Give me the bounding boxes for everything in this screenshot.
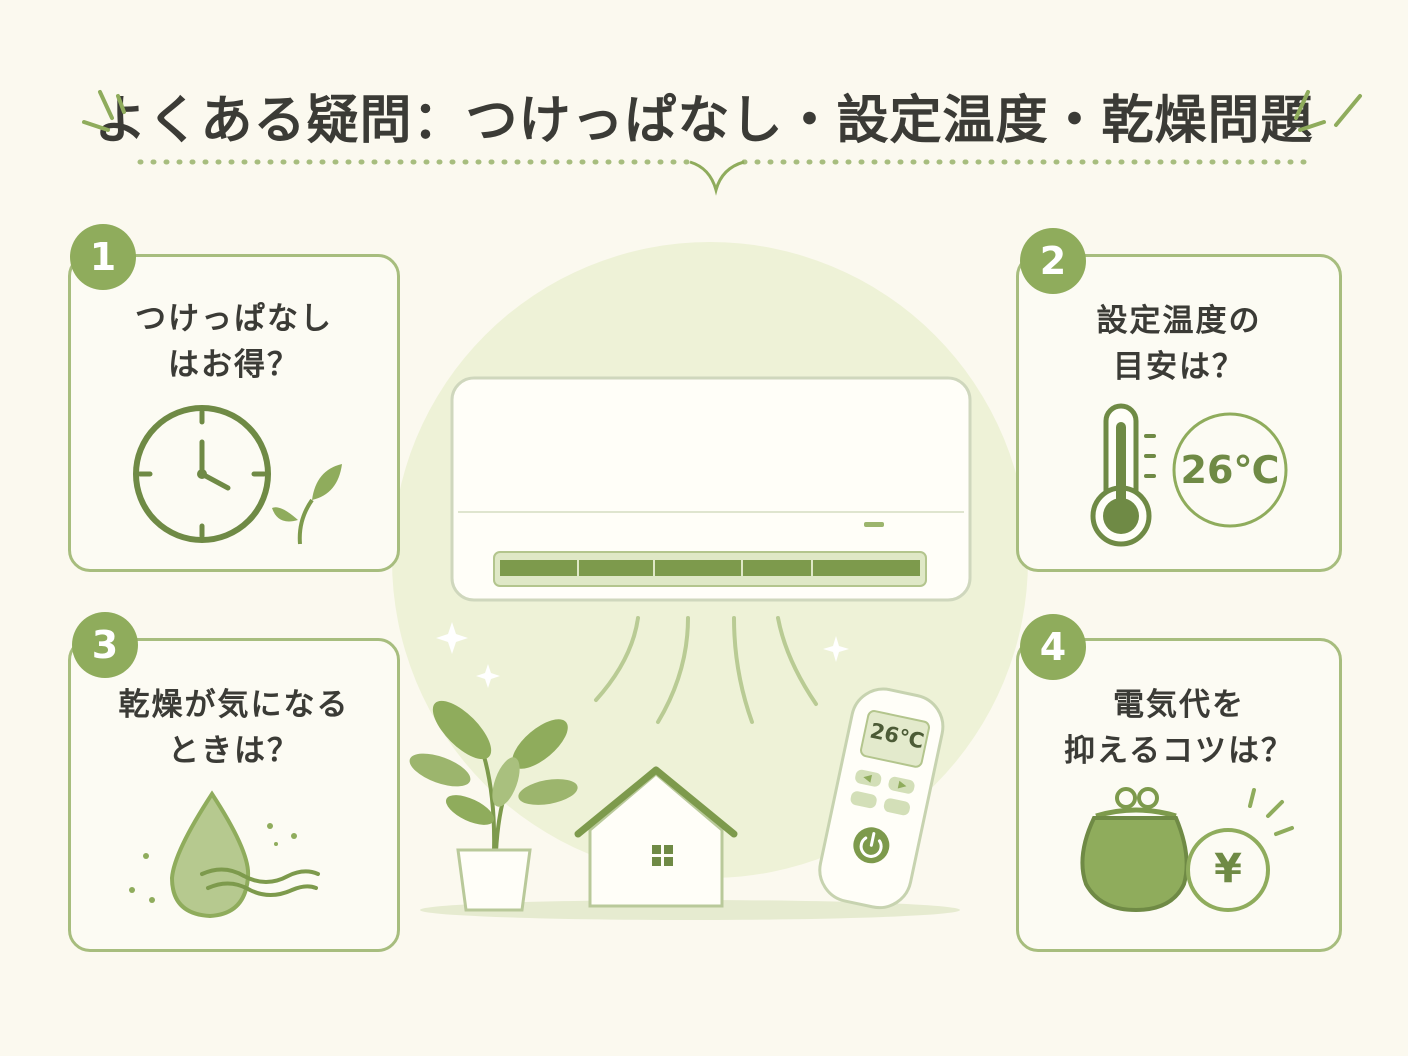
yen-symbol: ¥: [1214, 846, 1242, 892]
card-title-line1: 乾燥が気になる: [118, 687, 350, 723]
card-title-line2: はお得？: [168, 347, 300, 383]
air-conditioner-icon: [450, 376, 972, 602]
leaf-icon: [272, 464, 342, 545]
water-drop-icon: [129, 790, 320, 919]
faq-card-4[interactable]: [1016, 638, 1342, 952]
page-title: よくある疑問：つけっぱなし・設定温度・乾燥問題: [94, 91, 1314, 151]
plant-icon: [409, 700, 578, 912]
clock-icon: [133, 405, 271, 543]
card-title-line2: 目安は？: [1113, 349, 1245, 385]
card-title-line1: つけっぱなし: [135, 301, 333, 337]
yen-coin-icon: [1186, 788, 1294, 912]
card-number-badge: 1: [70, 224, 136, 290]
card-title-line2: 抑えるコツは？: [1063, 733, 1295, 769]
card-title-line2: ときは？: [168, 733, 300, 769]
card-number-badge: 3: [72, 612, 138, 678]
card-title-line1: 電気代を: [1113, 687, 1245, 723]
thermometer-icon: [1090, 403, 1156, 547]
card-title-line1: 設定温度の: [1096, 303, 1262, 339]
header-decoration: [82, 90, 1362, 196]
card-number-badge: 2: [1020, 228, 1086, 294]
card-number-badge: 4: [1020, 614, 1086, 680]
faq-card-2[interactable]: [1016, 254, 1342, 572]
coin-purse-icon: [1080, 787, 1189, 913]
remote-control-icon: [818, 687, 945, 910]
temperature-value: 26℃: [1180, 448, 1280, 492]
temperature-circle: [1172, 412, 1288, 528]
house-icon: [574, 766, 738, 908]
